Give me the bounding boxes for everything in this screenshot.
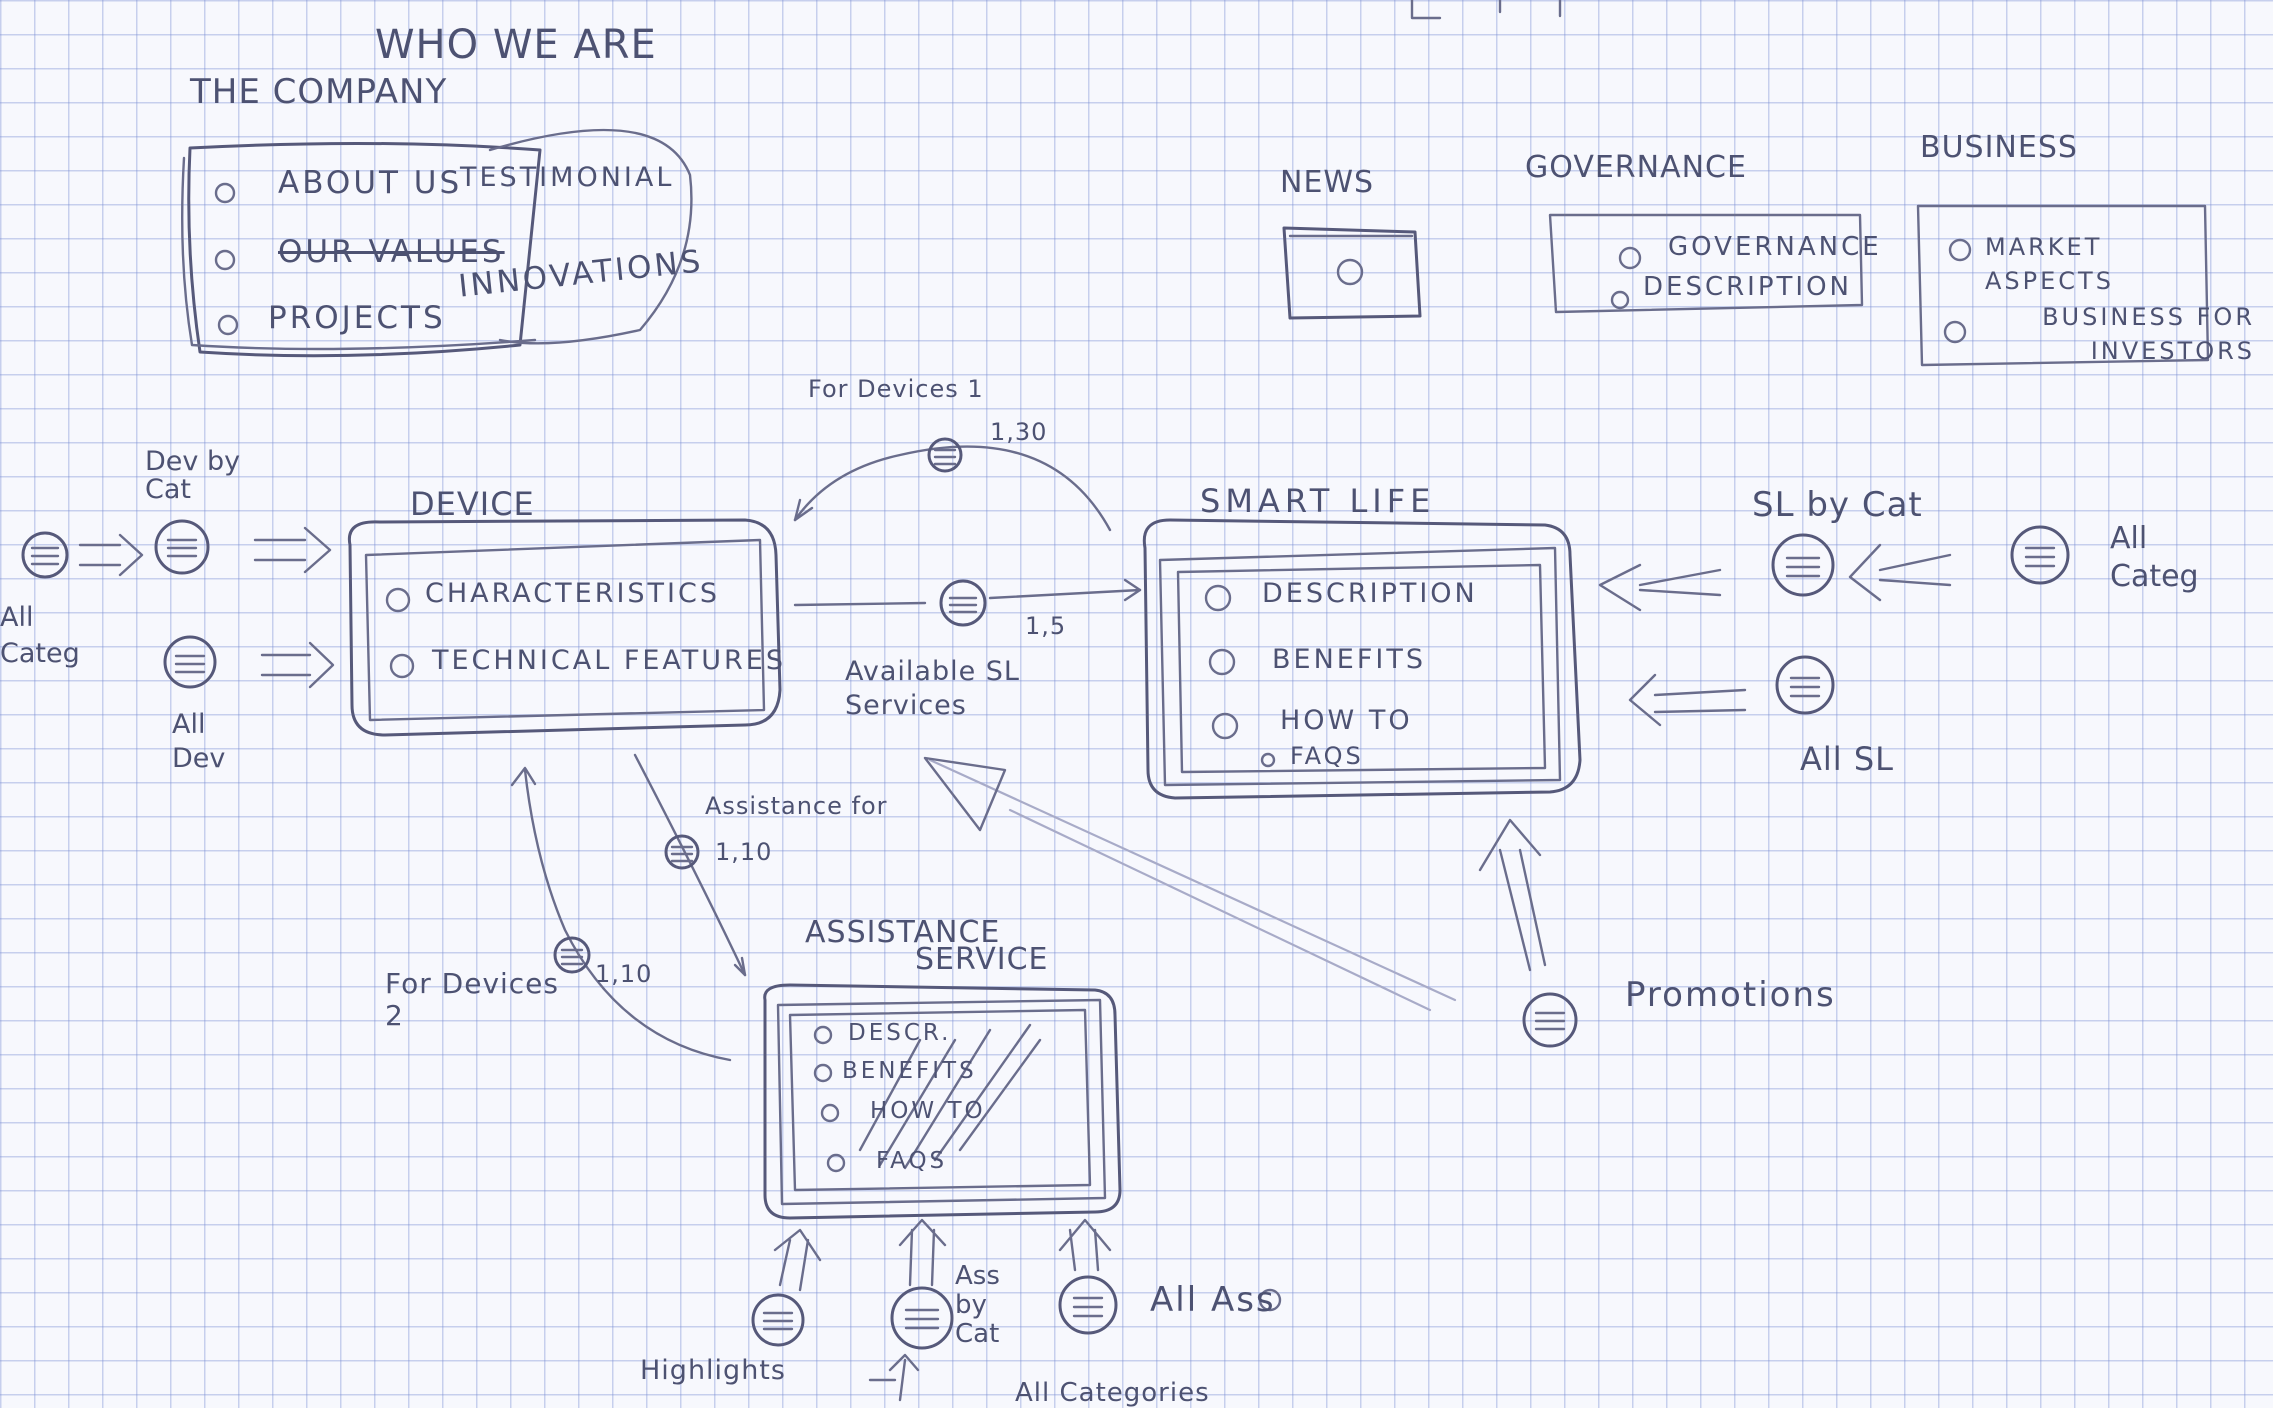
arrow-ass-by-cat	[898, 1218, 947, 1287]
for-devices-1-label: For Devices 1	[808, 375, 984, 403]
arrow-for-devices-2	[523, 768, 732, 1062]
all-dev-label: All Dev	[172, 709, 226, 774]
arrow-alldev-to-device	[260, 641, 335, 689]
all-sl-icon	[1775, 655, 1835, 715]
arrow-bycat-to-device	[253, 526, 332, 574]
company-item-projects: PROJECTS	[268, 300, 446, 336]
device-item-technical-features: TECHNICAL FEATURES	[432, 645, 786, 676]
business-item-business-for-investors: BUSINESS FOR INVESTORS	[2042, 303, 2255, 365]
available-sl-card: 1,5	[1025, 612, 1067, 640]
device-title: DEVICE	[410, 485, 535, 523]
news-box-outline	[1282, 226, 1422, 320]
arrow-available-sl	[793, 588, 1142, 607]
for-devices-2-card: 1,10	[595, 960, 653, 988]
for-devices-1-card: 1,30	[990, 418, 1048, 446]
governance-item-governance: GOVERNANCE	[1668, 232, 1882, 262]
dev-by-cat-label: Dev by Cat	[145, 446, 241, 505]
device-item-characteristics: CHARACTERISTICS	[425, 578, 721, 609]
governance-item-description: DESCRIPTION	[1643, 272, 1852, 302]
news-title: NEWS	[1280, 165, 1375, 200]
all-categ-sl-icon	[2010, 525, 2070, 585]
arrow-all-ass	[1058, 1218, 1112, 1272]
assistance-item-benefits: BENEFITS	[842, 1058, 977, 1084]
arrow-highlights	[773, 1228, 822, 1292]
smart-life-item-faqs: FAQS	[1290, 742, 1364, 770]
business-item-market-aspects: MARKET ASPECTS	[1985, 233, 2114, 295]
all-categ-device-icon	[21, 531, 69, 579]
link-card-for-devices-2	[553, 936, 591, 974]
all-categories-label: All Categories	[1015, 1378, 1210, 1408]
company-item-testimonial: TESTIMONIAL	[460, 162, 675, 193]
governance-title: GOVERNANCE	[1525, 150, 1747, 185]
business-box-outline	[1916, 204, 2210, 367]
smart-life-item-how-to: HOW TO	[1280, 705, 1413, 736]
ass-by-cat-icon	[890, 1286, 954, 1350]
company-title-top: WHO WE ARE	[375, 22, 657, 68]
smart-life-title: SMART LIFE	[1200, 482, 1436, 520]
assistance-item-descr: DESCR.	[848, 1020, 952, 1046]
all-ass-small-icon	[1258, 1288, 1282, 1312]
company-item-about-us: ABOUT US	[278, 165, 463, 201]
arrow-categ-to-slbycat	[1848, 543, 1952, 602]
dev-by-cat-icon	[154, 519, 210, 575]
arrow-categ-to-bycat	[78, 533, 144, 577]
assistance-item-how-to: HOW TO	[870, 1098, 986, 1124]
all-ass-label: All Ass	[1150, 1280, 1276, 1320]
assistance-for-label: Assistance for	[705, 792, 888, 820]
list-bullets	[214, 182, 1972, 1173]
all-ass-icon	[1058, 1275, 1118, 1335]
device-box-outline	[347, 518, 782, 737]
ass-by-cat-label: Ass by Cat	[955, 1261, 1000, 1349]
faint-arrow-lines	[928, 758, 1457, 1012]
promotions-label: Promotions	[1625, 975, 1836, 1015]
company-box-outline	[181, 128, 693, 358]
assistance-title-1: ASSISTANCE	[805, 915, 1001, 950]
all-categ-sl-label: All Categ	[2110, 521, 2199, 594]
all-categ-device-label: All Categ	[0, 602, 80, 669]
highlights-icon	[751, 1293, 805, 1347]
smart-life-item-description: DESCRIPTION	[1262, 578, 1478, 609]
arrow-allsl-to-smartlife	[1628, 673, 1747, 727]
smart-life-box-outline	[1142, 518, 1582, 800]
assistance-box-outline	[763, 983, 1122, 1220]
all-sl-label: All SL	[1800, 740, 1894, 778]
arrow-assistance-for	[633, 753, 747, 977]
business-title: BUSINESS	[1920, 130, 2078, 165]
available-sl-label: Available SL Services	[845, 656, 1020, 721]
assistance-item-faqs: FAQS	[876, 1148, 948, 1174]
arrow-slbycat-to-smartlife	[1598, 563, 1722, 612]
smart-life-item-benefits: BENEFITS	[1272, 644, 1426, 675]
company-item-our-values: OUR VALUES	[278, 234, 505, 270]
link-card-for-devices-1	[927, 437, 963, 473]
link-card-assistance-for	[664, 834, 700, 870]
for-devices-2-label: For Devices 2	[385, 967, 559, 1032]
sl-by-cat-label: SL by Cat	[1752, 485, 1923, 525]
promotions-icon	[1522, 992, 1578, 1048]
assistance-title-2: SERVICE	[915, 942, 1049, 977]
arrow-for-devices-1	[793, 445, 1112, 532]
top-edge-fragment	[1410, 0, 1562, 20]
sl-by-cat-icon	[1771, 533, 1835, 597]
link-card-available-sl	[939, 579, 987, 627]
all-dev-icon	[163, 635, 217, 689]
arrow-all-categories	[888, 1353, 920, 1402]
arrow-promotions-to-smartlife	[1478, 818, 1547, 972]
highlights-label: Highlights	[640, 1355, 786, 1386]
governance-box-outline	[1548, 213, 1864, 314]
assistance-for-card: 1,10	[715, 838, 773, 866]
company-title: THE COMPANY	[190, 72, 448, 112]
